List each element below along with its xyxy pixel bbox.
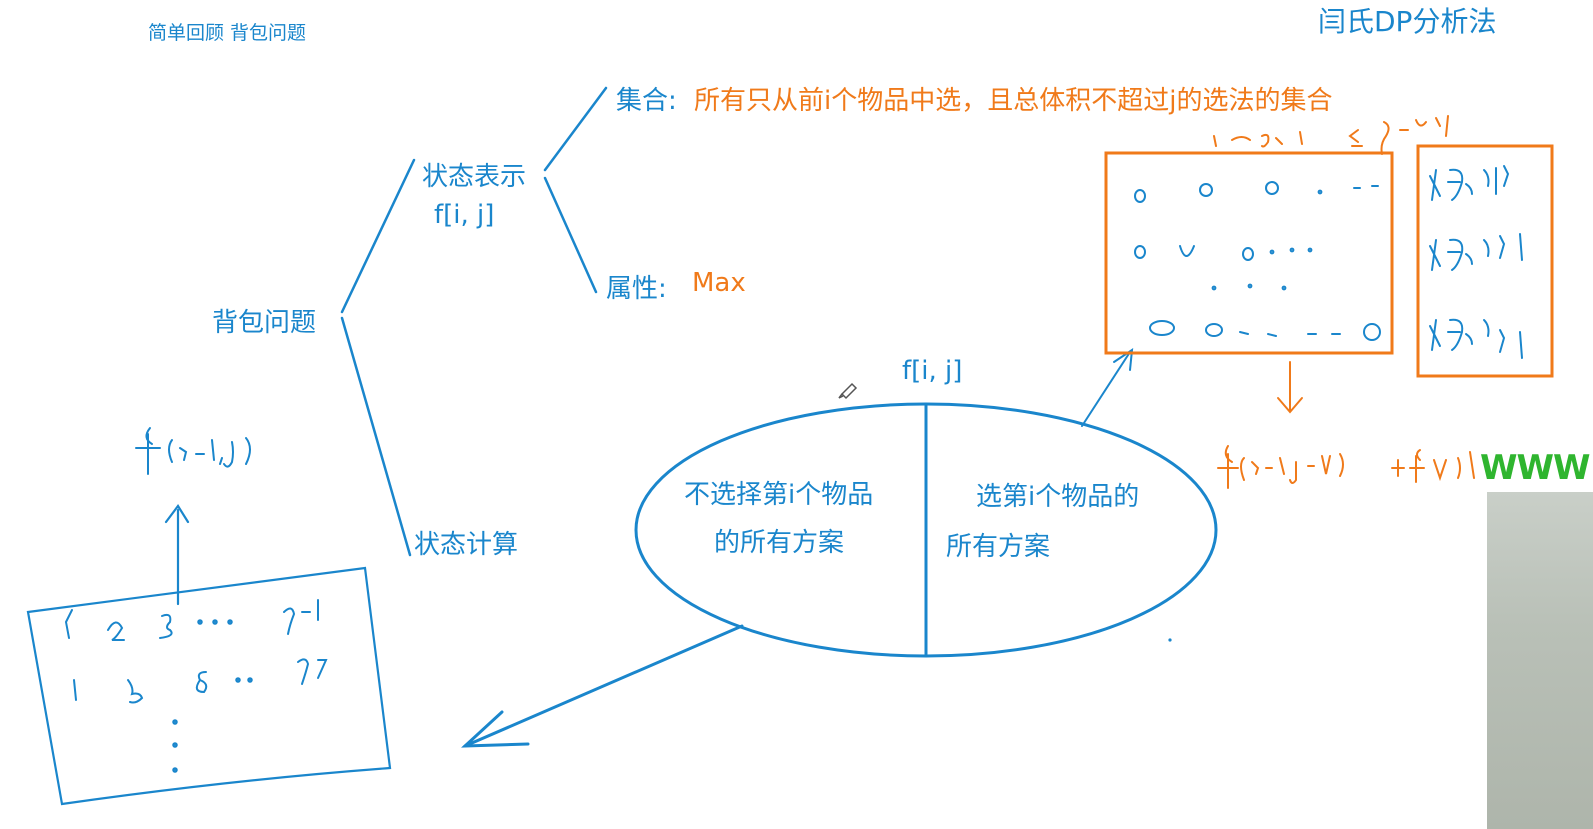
branch-to-set <box>543 86 608 172</box>
slide-subtitle: 简单回顾 背包问题 <box>148 22 307 44</box>
partition-left-line1: 不选择第i个物品 <box>684 480 874 510</box>
root-node-knapsack: 背包问题 <box>212 308 317 338</box>
arrowhead-right <box>1113 347 1134 371</box>
partition-top-label: f[i, j] <box>902 356 963 386</box>
green-overflow-text: WWW <box>1480 448 1591 488</box>
attr-label: 属性: <box>606 274 667 304</box>
left-table-border <box>26 566 392 806</box>
course-title: 闫氏DP分析法 <box>1318 5 1497 38</box>
arrow-to-left-table <box>463 624 744 748</box>
pencil-cursor-icon <box>838 382 858 400</box>
partition-right-line1: 选第i个物品的 <box>976 482 1140 512</box>
right-grid-box <box>1104 151 1394 355</box>
branch-root-to-state-repr <box>340 158 416 314</box>
partition-right-line2: 所有方案 <box>946 532 1051 562</box>
partition-left-line2: 的所有方案 <box>714 528 845 558</box>
state-repr-node: 状态表示 <box>422 162 527 192</box>
state-calc-node: 状态计算 <box>414 530 519 560</box>
set-description: 所有只从前i个物品中选，且总体积不超过j的选法的集合 <box>694 86 1333 116</box>
webcam-overlay <box>1487 492 1593 829</box>
attr-value: Max <box>692 268 746 298</box>
items-box <box>1416 144 1554 378</box>
arrowhead-up-left <box>164 504 190 524</box>
set-label: 集合: <box>616 86 677 116</box>
arrowhead-left <box>461 710 530 748</box>
branch-root-to-state-calc <box>340 316 412 557</box>
branch-to-attr <box>543 176 598 294</box>
state-repr-expr: f[i, j] <box>434 200 495 230</box>
arrow-to-right-grid <box>1081 351 1131 427</box>
